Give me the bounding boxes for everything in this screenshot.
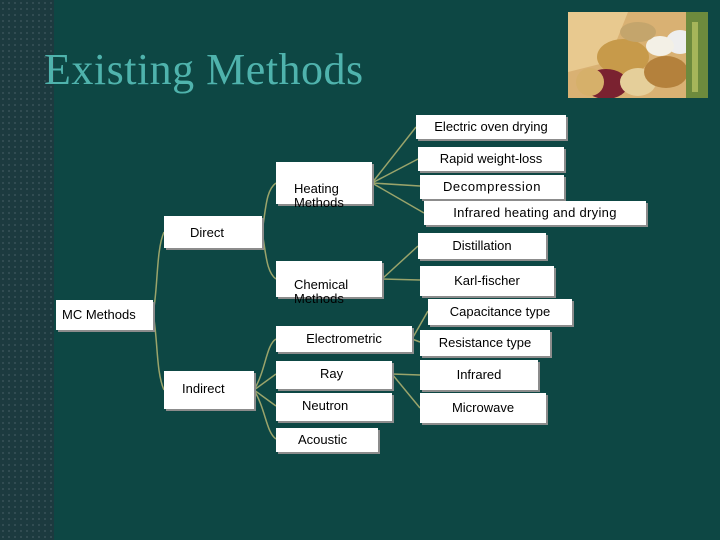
- leaf-decompression: Decompression: [420, 175, 564, 199]
- node-indirect: Indirect: [164, 371, 254, 409]
- connector-heating-decompression: [371, 182, 421, 187]
- connector-direct-heating: [261, 182, 277, 233]
- leaf-electric-oven-drying: Electric oven drying: [416, 115, 566, 139]
- connector-heating-rapid: [371, 158, 419, 184]
- connector-indirect-neutron: [253, 389, 277, 407]
- node-heating-methods: Heating Methods: [276, 162, 372, 210]
- leaf-electric-oven-drying-label: Electric oven drying: [434, 119, 548, 134]
- connector-indirect-ray: [253, 373, 277, 391]
- leaf-rapid-weight-loss-label: Rapid weight-loss: [439, 151, 543, 166]
- node-chemical-methods: Chemical Methods: [276, 261, 382, 306]
- node-mc-methods-label: MC Methods: [62, 307, 136, 322]
- node-electrometric: Electrometric: [276, 326, 412, 352]
- leaf-karl-fischer: Karl-fischer: [420, 266, 554, 296]
- node-direct-label: Direct: [190, 225, 224, 240]
- slide-title: Existing Methods: [44, 45, 364, 94]
- connector-electrometric-capacitance: [411, 310, 429, 340]
- connector-electrometric-resistance: [411, 338, 421, 343]
- node-neutron-label: Neutron: [302, 398, 349, 413]
- leaf-distillation-label: Distillation: [452, 238, 512, 253]
- connector-chemical-karl: [381, 278, 421, 281]
- connector-indirect-acoustic: [253, 389, 277, 440]
- node-acoustic: Acoustic: [276, 428, 378, 452]
- leaf-microwave: Microwave: [420, 393, 546, 423]
- leaf-resistance-type-label: Resistance type: [438, 335, 532, 350]
- leaf-capacitance-type: Capacitance type: [428, 299, 572, 325]
- leaf-rapid-weight-loss: Rapid weight-loss: [418, 147, 564, 171]
- connector-root-indirect: [152, 312, 165, 391]
- node-ray-label: Ray: [320, 366, 344, 381]
- leaf-infrared: Infrared: [420, 360, 538, 390]
- node-chemical-methods-label: Chemical Methods: [294, 277, 349, 306]
- leaf-resistance-type: Resistance type: [420, 330, 550, 356]
- leaf-infrared-heating-drying-label: Infrared heating and drying: [453, 205, 617, 220]
- connector-direct-chemical: [261, 231, 277, 280]
- connector-ray-infrared: [391, 373, 421, 376]
- leaf-microwave-label: Microwave: [451, 400, 515, 415]
- connector-chemical-distillation: [381, 245, 419, 280]
- connector-root-direct: [152, 231, 165, 314]
- connector-heating-oven: [371, 126, 417, 184]
- food-samples-photo: [568, 12, 708, 98]
- leaf-distillation: Distillation: [418, 233, 546, 259]
- node-acoustic-label: Acoustic: [298, 432, 348, 447]
- node-direct: Direct: [164, 216, 262, 248]
- leaf-karl-fischer-label: Karl-fischer: [454, 273, 520, 288]
- node-heating-methods-label: Heating Methods: [294, 181, 344, 210]
- node-indirect-label: Indirect: [182, 381, 225, 396]
- leaf-infrared-heating-drying: Infrared heating and drying: [424, 201, 646, 225]
- node-ray: Ray: [276, 361, 392, 389]
- decorative-side-strip: [0, 0, 54, 540]
- connector-indirect-electrometric: [253, 338, 277, 391]
- connector-ray-microwave: [391, 373, 421, 409]
- leaf-capacitance-type-label: Capacitance type: [449, 304, 551, 319]
- leaf-decompression-label: Decompression: [442, 179, 542, 194]
- node-neutron: Neutron: [276, 393, 392, 421]
- node-mc-methods: MC Methods: [56, 300, 153, 330]
- leaf-infrared-label: Infrared: [456, 367, 502, 382]
- node-electrometric-label: Electrometric: [306, 331, 382, 346]
- connector-heating-infrared: [371, 182, 425, 214]
